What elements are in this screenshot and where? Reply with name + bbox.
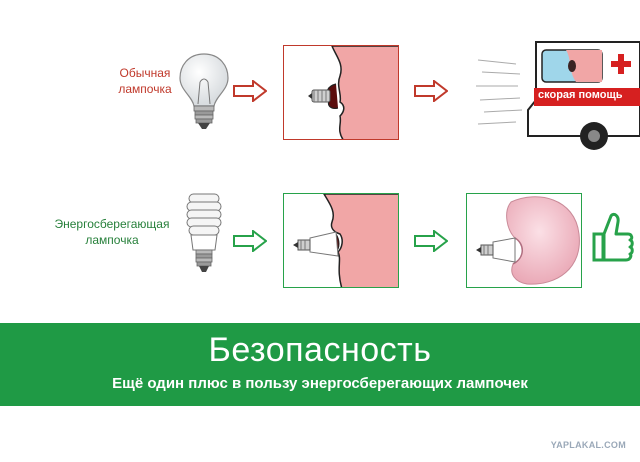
safety-banner [0,323,640,406]
banner-title: Безопасность [208,331,432,369]
banner-subtitle: Ещё один плюс в пользу энергосберегающих… [112,375,528,392]
energy-saving-bulb-label-line1: Энергосберегающая [54,217,170,231]
energy-saving-bulb-icon [186,193,222,272]
mouth-swallowing-ordinary-bulb-image [283,45,399,140]
arrow-right-icon [233,80,267,102]
ordinary-bulb-label-line1: Обычная [119,66,171,80]
mouth-swallowing-energy-saving-bulb-image [283,193,399,288]
energy-saving-bulb-label-line2: лампочка [85,233,139,247]
energy-saving-bulb-label: Энергосберегающая лампочка [42,216,182,248]
ordinary-bulb-label-line2: лампочка [118,82,172,96]
arrow-right-icon [414,230,448,252]
watermark: YAPLAKAL.COM [550,440,626,450]
ordinary-bulb-label: Обычная лампочка [100,65,190,97]
arrow-right-icon [414,80,448,102]
arrow-right-icon [233,230,267,252]
bulb-in-buttocks-image [466,193,582,288]
ambulance-icon [476,41,640,150]
thumbs-up-icon [592,212,634,262]
ambulance-label: скорая помощь [538,89,623,101]
incandescent-bulb-icon [179,53,229,129]
